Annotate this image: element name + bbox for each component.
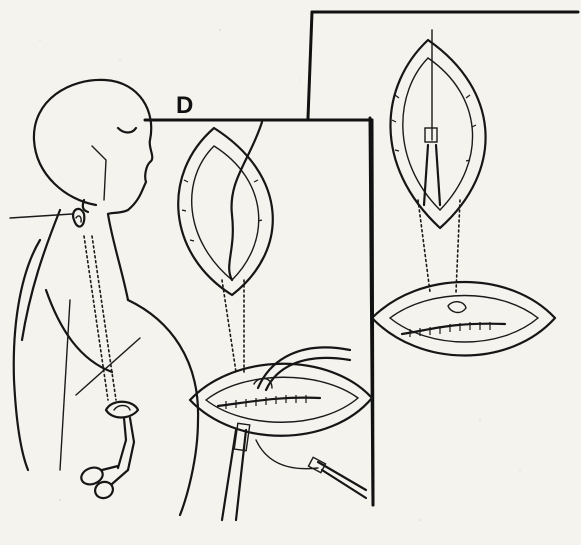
front-panel: D <box>145 92 373 520</box>
front-panel-lower-incision <box>190 347 372 520</box>
panel-label: D <box>176 92 193 119</box>
paper-texture <box>39 29 521 521</box>
back-panel-lower-incision <box>372 282 555 356</box>
surgical-clamp-icon <box>79 418 134 501</box>
front-panel-upper-incision <box>178 122 273 295</box>
neck-stoma <box>73 209 84 227</box>
back-panel-upper-incision <box>390 30 485 228</box>
patient-figure <box>10 80 198 515</box>
back-panel <box>308 12 578 505</box>
